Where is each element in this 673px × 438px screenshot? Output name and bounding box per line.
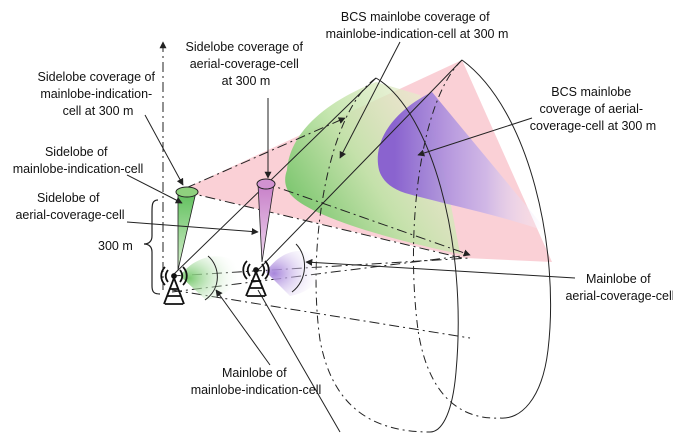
sidelobe-cone-indication bbox=[177, 191, 197, 271]
label-sidelobe-indication-300: Sidelobe coverage of mainlobe-indication… bbox=[38, 70, 159, 118]
label-mainlobe-indication: Mainlobe of mainlobe-indication-cell bbox=[191, 366, 322, 397]
mainlobe-sector-indication bbox=[180, 256, 239, 300]
sidelobe-ellipse-indication bbox=[175, 186, 199, 198]
sidelobe-ellipse-aerial bbox=[256, 178, 276, 190]
mainlobe-arc-indication bbox=[204, 255, 218, 301]
coverage-ellipse-inner bbox=[461, 59, 552, 419]
mainlobe-arc-aerial bbox=[291, 243, 305, 293]
label-bcs-mainlobe-indication: BCS mainlobe coverage of mainlobe-indica… bbox=[326, 10, 509, 41]
label-sidelobe-aerial-300: Sidelobe coverage of aerial-coverage-cel… bbox=[186, 40, 307, 88]
sidelobe-cone-aerial bbox=[257, 183, 275, 263]
callout-lines bbox=[126, 41, 576, 366]
label-sidelobe-indication: Sidelobe of mainlobe-indication-cell bbox=[13, 145, 144, 176]
label-height: 300 m bbox=[98, 239, 133, 253]
coverage-ellipse-outer-back bbox=[315, 77, 431, 433]
height-brace bbox=[143, 199, 161, 295]
beam-lines bbox=[171, 59, 471, 433]
label-bcs-mainlobe-aerial: BCS mainlobe coverage of aerial- coverag… bbox=[530, 85, 656, 133]
tower-icon-aerial bbox=[242, 260, 270, 297]
coverage-ellipse-inner-back bbox=[412, 59, 501, 419]
label-mainlobe-aerial: Mainlobe of aerial-coverage-cell bbox=[565, 272, 673, 303]
tower-icon-indication bbox=[160, 266, 188, 305]
mainlobe-sector-aerial bbox=[266, 250, 321, 296]
purple-mainlobe-coverage bbox=[377, 92, 548, 232]
label-sidelobe-aerial: Sidelobe of aerial-coverage-cell bbox=[15, 191, 124, 222]
